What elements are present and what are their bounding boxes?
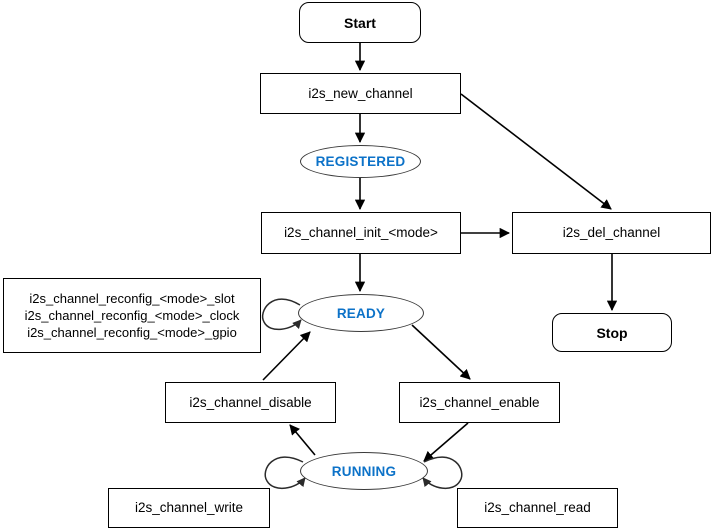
node-state-running-label: RUNNING xyxy=(331,463,397,479)
node-i2s-channel-read[interactable]: i2s_channel_read xyxy=(457,488,618,528)
edge-channel-disable-to-ready xyxy=(262,331,311,381)
node-i2s-channel-write[interactable]: i2s_channel_write xyxy=(108,488,270,528)
node-start[interactable]: Start xyxy=(299,2,421,43)
node-state-ready-label: READY xyxy=(336,305,386,321)
node-reconfig-line-clock: i2s_channel_reconfig_<mode>_clock xyxy=(24,307,240,323)
node-reconfig-line-gpio: i2s_channel_reconfig_<mode>_gpio xyxy=(27,325,237,341)
edge-new-channel-to-del-channel xyxy=(460,93,612,210)
edge-running-self-loop-read xyxy=(422,456,463,489)
node-stop[interactable]: Stop xyxy=(552,313,672,352)
node-i2s-channel-init-label: i2s_channel_init_<mode> xyxy=(284,225,438,241)
node-i2s-channel-disable-label: i2s_channel_disable xyxy=(189,394,312,410)
node-state-registered[interactable]: REGISTERED xyxy=(300,145,421,178)
node-i2s-channel-reconfig[interactable]: i2s_channel_reconfig_<mode>_slot i2s_cha… xyxy=(3,278,261,353)
node-i2s-new-channel[interactable]: i2s_new_channel xyxy=(260,73,461,114)
node-i2s-new-channel-label: i2s_new_channel xyxy=(308,85,413,101)
node-reconfig-line-slot: i2s_channel_reconfig_<mode>_slot xyxy=(29,290,235,306)
node-i2s-channel-enable[interactable]: i2s_channel_enable xyxy=(399,382,560,423)
node-stop-label: Stop xyxy=(596,324,628,341)
node-start-label: Start xyxy=(344,14,376,31)
edge-running-self-loop-write xyxy=(264,456,306,489)
node-i2s-del-channel[interactable]: i2s_del_channel xyxy=(512,212,711,254)
node-i2s-channel-init[interactable]: i2s_channel_init_<mode> xyxy=(261,212,461,254)
node-i2s-channel-enable-label: i2s_channel_enable xyxy=(419,394,540,410)
edge-ready-to-channel-enable xyxy=(411,324,471,380)
node-state-registered-label: REGISTERED xyxy=(315,154,406,169)
node-state-running[interactable]: RUNNING xyxy=(300,452,428,490)
node-i2s-channel-disable[interactable]: i2s_channel_disable xyxy=(165,382,336,423)
node-i2s-channel-write-label: i2s_channel_write xyxy=(134,500,244,516)
node-i2s-channel-read-label: i2s_channel_read xyxy=(484,500,591,516)
edge-running-to-channel-disable xyxy=(289,424,316,456)
edge-channel-enable-to-running xyxy=(423,422,469,462)
node-i2s-del-channel-label: i2s_del_channel xyxy=(562,225,661,241)
node-state-ready[interactable]: READY xyxy=(298,294,424,332)
edge-ready-self-loop xyxy=(261,298,302,331)
